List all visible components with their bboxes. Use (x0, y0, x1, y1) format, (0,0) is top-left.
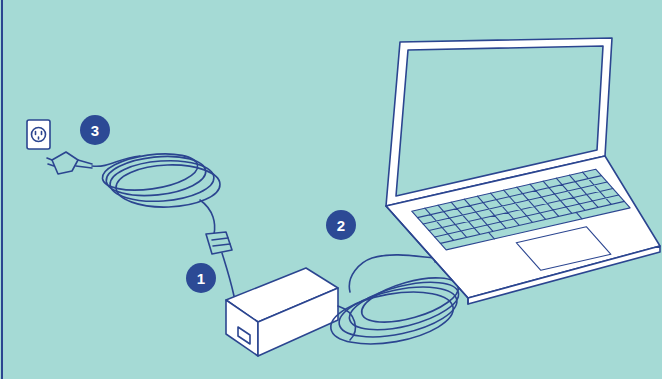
cord-coil (357, 269, 463, 331)
laptop-front-edge (468, 246, 660, 304)
callout-circle: 3 (80, 115, 110, 145)
wall-outlet (27, 120, 50, 149)
touchpad (516, 227, 611, 271)
keyboard-well (412, 169, 630, 250)
laptop (386, 38, 661, 304)
callout-number: 3 (91, 122, 99, 139)
power-cord (92, 148, 234, 296)
cord-connector (206, 232, 232, 254)
outlet-holes (36, 132, 42, 140)
cord-coil (115, 163, 220, 209)
frame-border (1, 0, 3, 379)
outlet-plate (27, 120, 50, 149)
cord-wire (349, 255, 434, 292)
callout-circle: 1 (186, 263, 216, 293)
adapter-side (258, 288, 338, 356)
plug-prongs (47, 158, 54, 166)
power-adapter (226, 268, 338, 356)
cord-wire (222, 253, 234, 296)
keyboard (412, 169, 662, 285)
adapter-port (238, 327, 250, 344)
plug-body (52, 152, 78, 174)
connector-ridges (212, 238, 230, 246)
adapter-end (226, 300, 258, 356)
plug-neck (76, 160, 92, 168)
cord-coil (104, 152, 207, 200)
keyboard-keys (412, 169, 630, 250)
callout-circle: 2 (326, 210, 356, 240)
laptop-deck (386, 156, 660, 298)
cord-coil (327, 284, 457, 353)
cord-wire (200, 200, 215, 234)
callout-number: 1 (197, 270, 205, 287)
outlet-socket (32, 128, 46, 142)
wall-plug (47, 152, 92, 174)
callout-number: 2 (337, 217, 345, 234)
